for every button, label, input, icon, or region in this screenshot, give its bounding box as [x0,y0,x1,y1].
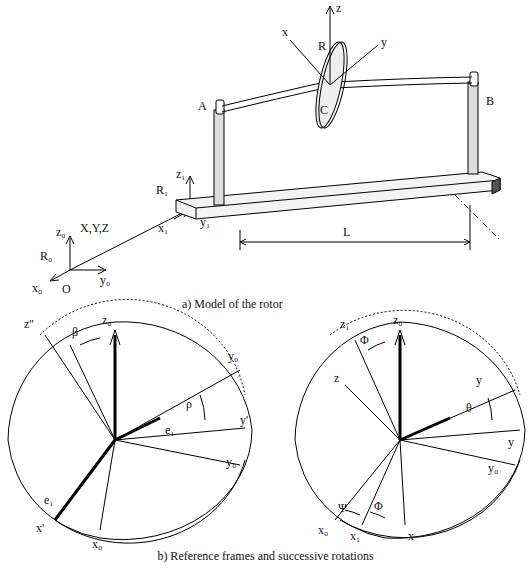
axis-label: ρ [186,398,192,410]
axis-label: x [408,530,414,542]
axis-label: z'' [24,318,34,330]
axis-label: x₀ [92,538,102,550]
axis-label: y₀ [488,462,498,474]
axis-label: z₀ [102,314,112,326]
axis-label: y₁ [200,216,210,228]
axis-label: z [336,2,341,14]
axis-label: Ψ [338,502,347,514]
axis-label: θ [466,402,472,414]
axis-label: y₀ [228,350,238,362]
axis-label: y [476,374,482,386]
axis-label: z [334,372,339,384]
axis-label: R₁ [156,184,168,196]
axis-label: y₀ [226,456,236,468]
axis-label: z₀ [56,226,66,238]
axis-label: e₁ [165,424,175,436]
axis-label: A [198,100,207,112]
figure-caption: b) Reference frames and successive rotat… [157,550,373,562]
axis-label: β [72,326,78,338]
axis-label: R₀ [40,250,52,262]
axis-label: y [381,36,387,48]
axis-label: x₀ [318,524,328,536]
axis-label: x [282,26,288,38]
axis-label: x' [36,522,44,534]
axis-label: y₀ [100,274,110,286]
axis-label: Φ [360,334,369,346]
axis-label: O [62,283,71,295]
axis-label: C [320,104,328,116]
axis-label: x₁ [158,222,168,234]
axis-label: x₁ [350,530,360,542]
axis-label: R [318,40,326,52]
axis-label: a) Model of the rotor [182,298,283,310]
axis-label: e₁ [44,494,54,506]
axis-label: X,Y,Z [80,222,109,234]
axis-label: y [508,436,514,448]
axis-label: z₁ [340,318,350,330]
axis-label: Φ [374,500,383,512]
axis-label: B [486,95,494,107]
axis-label: L [343,226,350,238]
axis-label: z₀ [393,314,403,326]
axis-label: z₁ [176,168,186,180]
axis-label: x₀ [32,282,42,294]
axis-label: y' [240,414,248,426]
